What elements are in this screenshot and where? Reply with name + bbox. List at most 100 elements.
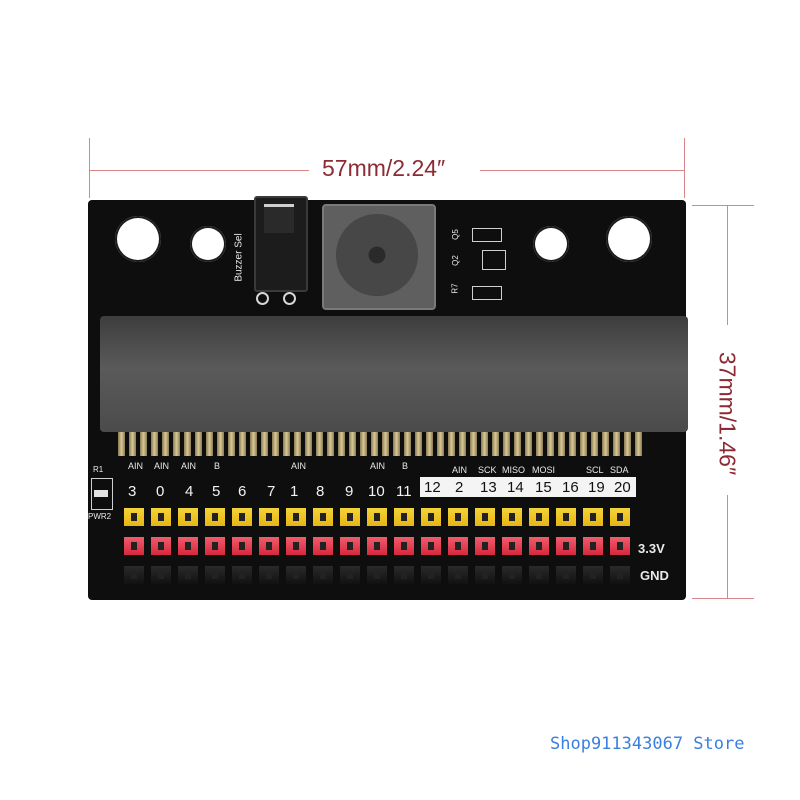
power-header-pin — [124, 537, 144, 555]
header-pin-socket — [347, 513, 353, 521]
buzzer-select-label: Buzzer Sel — [233, 233, 245, 282]
header-pin-socket — [509, 542, 515, 550]
pwr-label: PWR2 — [88, 512, 112, 521]
power-header-pin — [583, 537, 603, 555]
edge-connector-pin — [272, 432, 279, 456]
mounting-hole-left-large — [115, 216, 161, 262]
header-pin-socket — [212, 513, 218, 521]
edge-connector-pin — [448, 432, 455, 456]
signal-header-pin — [286, 508, 306, 526]
header-pin-socket — [617, 542, 623, 550]
power-header-pin — [205, 537, 225, 555]
pin-number-label: 4 — [185, 483, 194, 500]
power-header-pin — [232, 537, 252, 555]
height-dimension-label: 37mm/1.46″ — [714, 351, 741, 476]
ground-header-pin — [232, 566, 252, 584]
header-pin-socket — [428, 542, 434, 550]
header-pin-socket — [590, 571, 596, 579]
header-pin-socket — [293, 513, 299, 521]
mounting-hole-right-small — [533, 226, 569, 262]
resistor-q5 — [472, 228, 502, 242]
signal-header-pin — [556, 508, 576, 526]
edge-connector-pin — [140, 432, 147, 456]
header-pin-socket — [347, 571, 353, 579]
power-header-pin — [448, 537, 468, 555]
ground-header-pin — [448, 566, 468, 584]
header-pin-socket — [509, 571, 515, 579]
header-pin-socket — [374, 513, 380, 521]
header-pin-socket — [617, 513, 623, 521]
function-label-b: B — [402, 461, 409, 471]
function-label-ain: AIN — [128, 461, 144, 471]
edge-connector-pin — [404, 432, 411, 456]
ground-header-pin — [394, 566, 414, 584]
edge-connector-pin — [602, 432, 609, 456]
edge-connector-pin — [437, 432, 444, 456]
function-label-miso: MISO — [502, 465, 526, 475]
edge-connector-pin — [217, 432, 224, 456]
header-pin-socket — [428, 513, 434, 521]
pin-number-label: 8 — [316, 483, 325, 500]
function-label-scl: SCL — [586, 465, 604, 475]
edge-connector-pin — [415, 432, 422, 456]
power-led — [91, 478, 113, 510]
signal-header-pin — [502, 508, 522, 526]
header-pin-socket — [185, 513, 191, 521]
store-watermark: Shop911343067 Store — [550, 734, 745, 754]
height-dimension-bottom-tick — [692, 598, 754, 599]
edge-connector-pin — [547, 432, 554, 456]
signal-header-pin — [124, 508, 144, 526]
ground-header-pin — [259, 566, 279, 584]
edge-connector-pin — [426, 432, 433, 456]
header-pin-socket — [212, 542, 218, 550]
ground-header-pin — [421, 566, 441, 584]
pin-number-label: 20 — [614, 479, 631, 496]
edge-connector-pin — [591, 432, 598, 456]
signal-header-pin — [610, 508, 630, 526]
signal-header-pin — [340, 508, 360, 526]
power-header-pin — [529, 537, 549, 555]
transistor-q2 — [482, 250, 506, 270]
edge-connector-pin — [338, 432, 345, 456]
header-pin-socket — [374, 542, 380, 550]
header-pin-socket — [563, 571, 569, 579]
header-pin-socket — [455, 513, 461, 521]
header-pin-socket — [509, 513, 515, 521]
edge-connector-pin — [305, 432, 312, 456]
edge-connector-pin — [283, 432, 290, 456]
pin-number-label: 1 — [290, 483, 299, 500]
header-pin-socket — [212, 571, 218, 579]
header-pin-socket — [428, 571, 434, 579]
signal-header-pin — [583, 508, 603, 526]
edge-connector-pin — [470, 432, 477, 456]
function-label-sda: SDA — [610, 465, 629, 475]
edge-connector-pin — [349, 432, 356, 456]
jumper-cap — [264, 204, 294, 233]
pin-number-label: 12 — [424, 479, 441, 496]
jumper-pin-left-icon — [256, 292, 269, 305]
header-pin-socket — [158, 513, 164, 521]
header-pin-socket — [590, 542, 596, 550]
width-dimension-line-right — [480, 170, 685, 171]
edge-connector-pin — [382, 432, 389, 456]
edge-connector-pin — [162, 432, 169, 456]
edge-connector-pin — [327, 432, 334, 456]
header-pin-socket — [266, 513, 272, 521]
power-header-pin — [313, 537, 333, 555]
width-dimension-left-tick — [89, 138, 90, 198]
signal-header-pin — [421, 508, 441, 526]
edge-connector-pin — [580, 432, 587, 456]
edge-connector-pin — [239, 432, 246, 456]
ground-header-pin — [124, 566, 144, 584]
power-header-pin — [475, 537, 495, 555]
function-label-ain: AIN — [370, 461, 386, 471]
edge-connector-pin — [294, 432, 301, 456]
signal-header-pin — [529, 508, 549, 526]
width-dimension-line-left — [89, 170, 309, 171]
ground-header-pin — [313, 566, 333, 584]
header-pin-socket — [401, 571, 407, 579]
power-header-pin — [259, 537, 279, 555]
component-label-q5: Q5 — [450, 229, 460, 240]
power-header-pin — [286, 537, 306, 555]
pin-number-label: 9 — [345, 483, 354, 500]
